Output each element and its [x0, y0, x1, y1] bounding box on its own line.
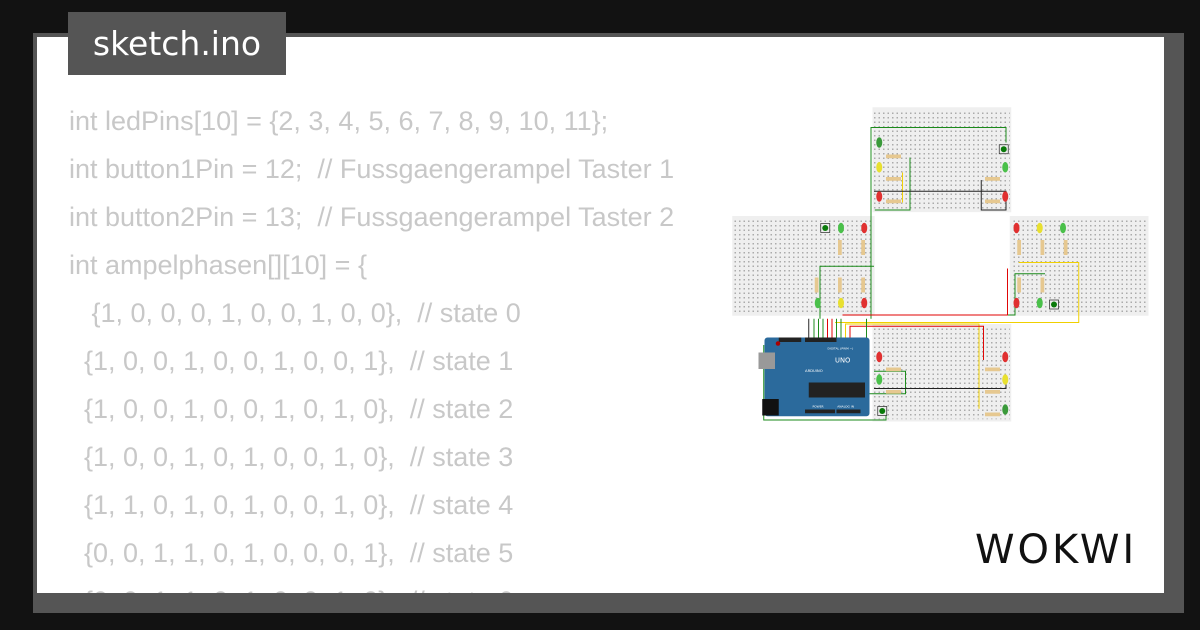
breadboard-top [872, 107, 1012, 213]
code-line: int button1Pin = 12; // Fussgaengerampel… [69, 154, 675, 184]
board-header-label: DIGITAL (PWM ~) [828, 347, 854, 351]
led-yellow [876, 162, 883, 173]
led-yellow [1036, 222, 1043, 234]
led-red [876, 191, 883, 202]
led-yellow [1002, 374, 1009, 385]
led-red [876, 351, 883, 363]
led-green [876, 137, 883, 148]
board-analog-label: ANALOG IN [837, 404, 854, 408]
led-green [838, 222, 844, 234]
led-green [814, 297, 821, 309]
led-green [1036, 297, 1043, 309]
wokwi-logo: WOKWI [975, 527, 1138, 573]
leds [814, 137, 1066, 415]
push-buttons [820, 144, 1059, 416]
led-red [1002, 191, 1009, 202]
board-brand: ARDUINO [805, 369, 823, 373]
resistors [814, 154, 1068, 417]
led-green [1060, 222, 1066, 234]
led-red [861, 297, 868, 309]
code-line: {1, 0, 0, 1, 0, 0, 1, 0, 0, 1}, // state… [69, 346, 514, 376]
board-name: UNO [835, 356, 850, 364]
led-red [861, 222, 868, 234]
code-line: {1, 1, 0, 1, 0, 1, 0, 0, 1, 0}, // state… [69, 490, 514, 520]
led-green [1002, 404, 1009, 415]
code-line: int ledPins[10] = {2, 3, 4, 5, 6, 7, 8, … [69, 106, 609, 136]
led-red [1013, 297, 1020, 309]
code-line: {1, 0, 0, 1, 0, 1, 0, 0, 1, 0}, // state… [69, 442, 514, 472]
board-power-label: POWER [813, 404, 824, 408]
breadboard-bottom [872, 324, 1012, 422]
led-green [876, 374, 883, 385]
code-line: {1, 0, 0, 0, 1, 0, 0, 1, 0, 0}, // state… [69, 298, 521, 328]
code-line: {0, 0, 1, 1, 0, 1, 0, 0, 0, 1}, // state… [69, 538, 514, 568]
arduino-uno: UNO ARDUINO DIGITAL (PWM ~) POWER ANALOG… [758, 337, 870, 417]
code-view: int ledPins[10] = {2, 3, 4, 5, 6, 7, 8, … [69, 97, 674, 593]
led-red [1002, 351, 1009, 363]
file-title: sketch.ino [68, 12, 286, 75]
code-line: int ampelphasen[][10] = { [69, 250, 367, 280]
led-red [1013, 222, 1020, 234]
led-green [1002, 162, 1009, 173]
led-yellow [838, 297, 844, 309]
code-line: {0, 0, 1, 1, 0, 1, 0, 0, 1, 0}, // state… [69, 577, 674, 593]
code-line: {1, 0, 0, 1, 0, 0, 1, 0, 1, 0}, // state… [69, 394, 514, 424]
code-line: int button2Pin = 13; // Fussgaengerampel… [69, 202, 675, 232]
